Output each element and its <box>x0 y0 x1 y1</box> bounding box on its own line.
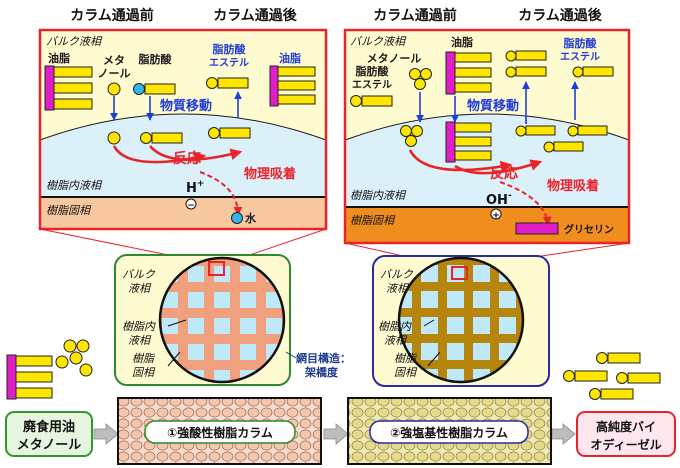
input-molecules-icon <box>6 339 93 400</box>
right-panel-border <box>343 28 631 245</box>
column-2: ②強塩基性樹脂カラム <box>347 397 552 465</box>
left-bead-circle <box>158 256 286 384</box>
left-bulk-phase-label: バルク液相 <box>46 35 103 48</box>
right-oil-label: 油脂 <box>451 35 473 49</box>
right-bead-circle <box>397 256 525 384</box>
left-inner-methanol-icon <box>107 131 121 145</box>
right-bulk-phase-label: バルク液相 <box>350 35 407 48</box>
header-right-before: カラム通過前 <box>373 7 457 24</box>
right-ion-label: OH- <box>486 191 512 208</box>
right-bead-resin-solid-label-1: 樹脂 <box>394 352 418 365</box>
right-bead-resin-solid-label-2: 固相 <box>394 366 418 379</box>
header-right-after: カラム通過後 <box>518 7 603 24</box>
right-oil-molecule-icon <box>445 51 492 95</box>
right-bead-bulk-label-1: バルク <box>380 268 414 281</box>
flow-arrow-3-icon <box>551 423 576 445</box>
right-detail-panel: バルク液相 脂肪酸 エステル メタノール 油脂 脂肪酸 エステル <box>343 28 631 245</box>
left-oil-after-molecule-icon <box>269 65 316 107</box>
column-2-label: ②強塩基性樹脂カラム <box>390 425 508 440</box>
left-bead-resin-inner-label-2: 液相 <box>128 334 152 347</box>
left-physical-adsorption-label: 物理吸着 <box>244 166 296 182</box>
output-label-1: 高純度バイ <box>596 419 656 434</box>
left-reaction-label: 反応 <box>173 150 201 167</box>
left-ester-label-2: エステル <box>209 57 249 69</box>
left-resin-liquid-label: 樹脂内液相 <box>46 179 103 192</box>
left-fatty-acid-molecule-icon <box>133 83 176 95</box>
right-zoom-marker <box>451 266 468 280</box>
column-1: ①強酸性樹脂カラム <box>117 397 322 465</box>
right-ester-after-molecules-icon <box>505 50 614 78</box>
svg-text:+: + <box>492 211 500 221</box>
left-water-label: 水 <box>245 211 257 225</box>
left-oil-molecule-icon <box>44 65 93 111</box>
column-headers: カラム通過前 カラム通過後 カラム通過前 カラム通過後 <box>70 7 603 24</box>
flow-arrow-2-icon <box>323 423 349 445</box>
network-label-1: 網目構造： <box>296 351 351 365</box>
right-ester-after-label-1: 脂肪酸 <box>563 36 598 50</box>
input-label-1: 廃食用油 <box>22 419 75 435</box>
right-mass-transfer-label: 物質移動 <box>467 98 519 114</box>
output-ester-molecules-icon <box>563 352 661 400</box>
right-resin-solid-region <box>345 207 629 243</box>
right-ester-before-label-1: 脂肪酸 <box>355 64 390 78</box>
left-methanol-molecule-icon <box>107 82 121 96</box>
input-box: 廃食用油 メタノール <box>5 411 93 457</box>
right-methanol-cluster-icon <box>409 68 432 90</box>
flow-arrow-1-icon <box>93 423 119 445</box>
left-ion-site-icon: − <box>185 198 197 211</box>
right-inner-ester-molecules-icon <box>515 125 608 153</box>
network-label-2: 架橋度 <box>304 365 339 379</box>
left-inner-fatty-acid-icon <box>140 132 183 144</box>
left-zoom-marker <box>208 261 225 276</box>
right-ester-before-molecule-icon <box>350 95 393 107</box>
left-resin-bead: バルク 液相 樹脂内 液相 樹脂 固相 <box>114 254 291 386</box>
left-methanol-label-2: ノール <box>98 67 131 80</box>
right-resin-liquid-label: 樹脂内液相 <box>350 189 407 202</box>
column-1-label: ①強酸性樹脂カラム <box>167 425 273 440</box>
left-ion-label: H+ <box>186 179 204 196</box>
left-mass-transfer-label: 物質移動 <box>160 98 212 114</box>
left-bead-bulk-label-1: バルク <box>122 268 156 281</box>
right-ester-before-label-2: エステル <box>352 79 392 91</box>
right-glycerin-molecule-icon <box>515 222 559 235</box>
right-physical-adsorption-label: 物理吸着 <box>547 178 599 194</box>
output-box: 高純度バイ オディーゼル <box>576 411 676 457</box>
left-ester-label-1: 脂肪酸 <box>212 42 247 56</box>
output-label-2: オディーゼル <box>590 437 661 452</box>
left-oil-after-label: 油脂 <box>279 51 301 65</box>
left-bead-resin-inner-label-1: 樹脂内 <box>122 320 156 333</box>
right-resin-solid-label: 樹脂固相 <box>350 214 396 227</box>
header-left-after: カラム通過後 <box>213 7 298 24</box>
right-ion-site-icon: + <box>490 208 502 221</box>
left-bead-resin-solid-label-1: 樹脂 <box>132 352 156 365</box>
left-water-molecule-icon <box>231 212 243 224</box>
right-reaction-label: 反応 <box>490 165 518 182</box>
right-bead-resin-inner-label-2: 液相 <box>384 334 408 347</box>
right-ester-after-label-2: エステル <box>560 51 600 63</box>
left-methanol-label-1: メタ <box>103 54 125 67</box>
left-resin-solid-region <box>40 197 326 229</box>
left-oil-label: 油脂 <box>48 51 70 65</box>
right-bead-bulk-label-2: 液相 <box>386 282 410 295</box>
left-panel-border <box>38 28 328 231</box>
right-inner-oil-molecule-icon <box>445 121 492 163</box>
right-resin-bead: バルク 液相 樹脂内 液相 樹脂 固相 <box>372 255 550 387</box>
right-bead-resin-inner-label-1: 樹脂内 <box>378 320 412 333</box>
left-bead-bulk-label-2: 液相 <box>128 282 152 295</box>
right-inner-methanol-cluster-icon <box>400 125 423 147</box>
right-glycerin-label: グリセリン <box>564 223 614 236</box>
svg-text:−: − <box>187 201 195 211</box>
left-detail-panel: バルク液相 油脂 メタ ノール 脂肪酸 脂肪酸 エステル 油脂 <box>38 28 328 231</box>
input-label-2: メタノール <box>17 438 82 453</box>
left-inner-ester-icon <box>208 127 251 139</box>
header-left-before: カラム通過前 <box>70 7 154 24</box>
left-fatty-acid-label: 脂肪酸 <box>138 52 173 66</box>
left-ester-molecule-icon <box>206 77 249 89</box>
right-methanol-label: メタノール <box>367 52 422 65</box>
left-bead-resin-solid-label-2: 固相 <box>132 366 156 379</box>
left-resin-solid-label: 樹脂固相 <box>46 204 92 217</box>
